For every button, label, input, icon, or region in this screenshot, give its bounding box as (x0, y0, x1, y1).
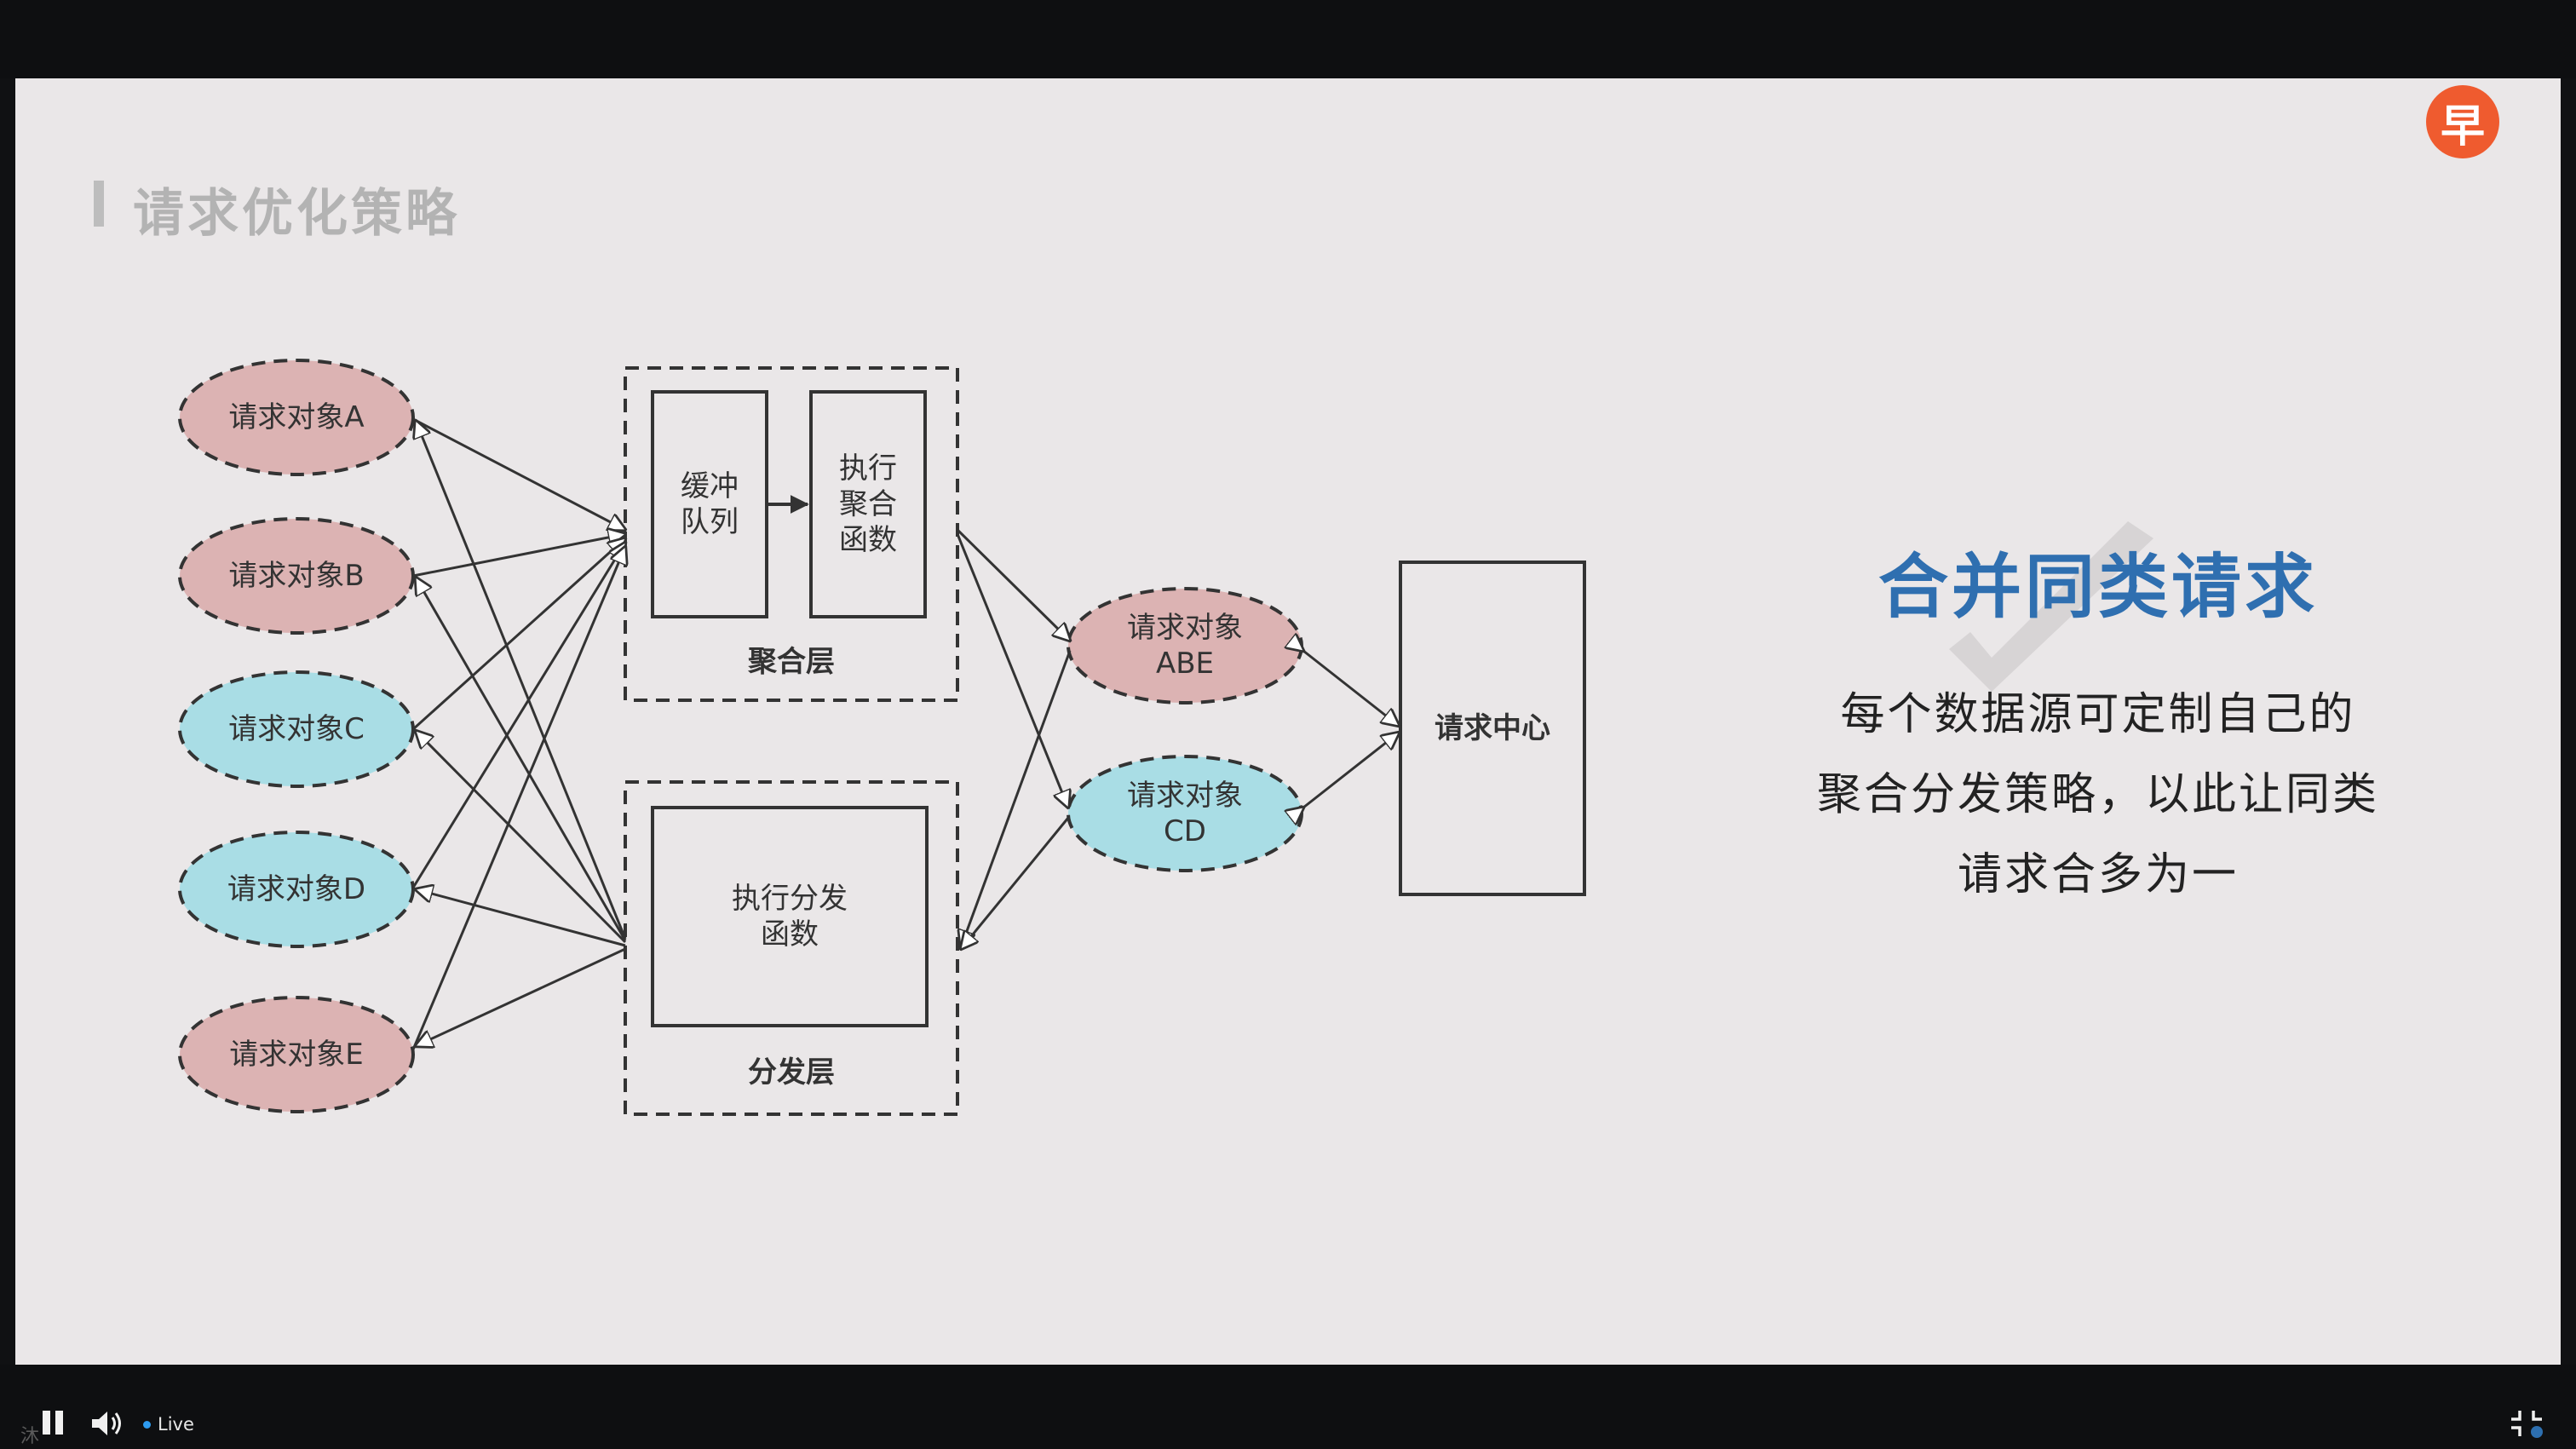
watermark: 沐 (20, 1426, 40, 1447)
aggregate-fn-box (809, 390, 927, 618)
player-control-bar (0, 1365, 2576, 1449)
check-mark-icon (1949, 521, 2153, 692)
label-buffer-queue: 缓冲 队列 (681, 469, 739, 539)
edge-cd-center (1303, 733, 1399, 808)
label-dispatch-layer: 分发层 (748, 1055, 835, 1090)
description-line: 请求合多为一 (1957, 849, 2239, 900)
label-request-b: 请求对象B (228, 559, 365, 593)
pause-icon[interactable] (41, 1411, 66, 1436)
label-request-a: 请求对象A (228, 400, 365, 434)
description-line: 每个数据源可定制自己的 (1840, 689, 2356, 740)
edge-aggregation-to-abe (956, 528, 1070, 641)
edge-aggregation-to-cd (956, 533, 1068, 808)
live-indicator: Live (143, 1414, 194, 1435)
edge-abe-to-dispatch (961, 650, 1072, 947)
edge-cd-to-dispatch (961, 817, 1070, 949)
dispatch-fn-box (651, 806, 929, 1027)
edge-dispatch-to-b (416, 578, 627, 941)
label-dispatch-fn: 执行分发 函数 (732, 882, 848, 952)
slide-description: 每个数据源可定制自己的 聚合分发策略，以此让同类 请求合多为一 (1736, 675, 2460, 915)
edge-dispatch-to-d (416, 889, 626, 947)
label-request-center: 请求中心 (1435, 711, 1550, 745)
edge-a-to-aggregation (412, 417, 625, 530)
label-aggregate-fn: 执行 聚合 函数 (839, 451, 897, 557)
label-request-abe: 请求对象 ABE (1127, 611, 1243, 681)
description-line: 聚合分发策略，以此让同类 (1816, 769, 2379, 820)
section-title: 请求优化策略 (133, 184, 460, 244)
brand-logo: 早 (2426, 85, 2499, 158)
slide-heading: 合并同类请求 (1877, 547, 2318, 628)
live-label: Live (158, 1414, 194, 1435)
label-aggregation-layer: 聚合层 (748, 645, 835, 679)
title-accent-bar (94, 181, 104, 227)
edge-c-to-aggregation (411, 538, 625, 731)
edge-dispatch-to-c (416, 731, 627, 944)
exit-fullscreen-icon[interactable] (2510, 1409, 2544, 1438)
edge-e-to-aggregation (411, 547, 625, 1050)
label-request-cd: 请求对象 CD (1127, 779, 1243, 848)
node-request-e (178, 996, 415, 1113)
edge-dispatch-to-e (416, 947, 626, 1046)
label-request-e: 请求对象E (229, 1038, 364, 1072)
edge-b-to-aggregation (412, 534, 625, 578)
request-diagram (178, 359, 1586, 1116)
volume-icon[interactable] (90, 1409, 124, 1438)
live-dot-icon (143, 1420, 151, 1429)
slide: 请求优化策略 早 (15, 78, 2561, 1365)
edge-dispatch-to-a (416, 421, 627, 940)
edge-d-to-aggregation (411, 543, 625, 888)
label-request-c: 请求对象C (228, 712, 365, 746)
label-request-d: 请求对象D (227, 872, 366, 906)
edge-abe-center (1303, 651, 1399, 726)
top-bar (0, 0, 2576, 78)
